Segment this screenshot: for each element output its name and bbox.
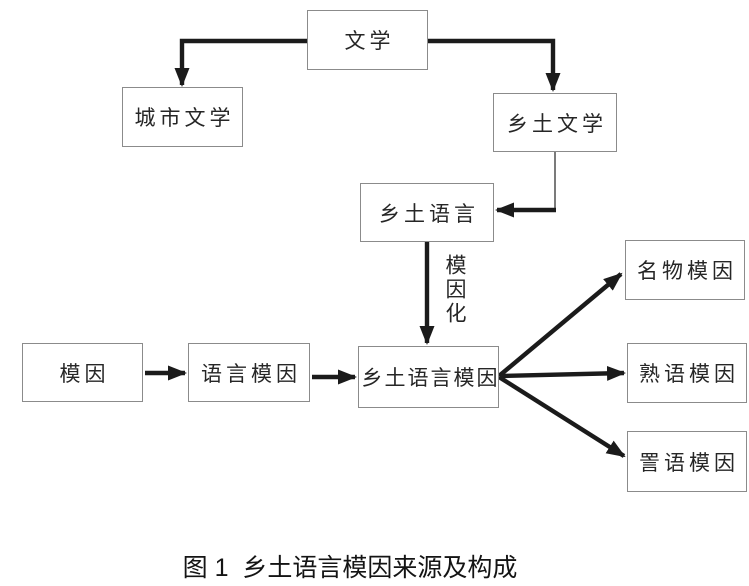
node-rural-literature: 乡土文学 xyxy=(493,93,617,152)
node-idiom-meme: 熟语模因 xyxy=(627,343,747,403)
figure-caption: 图 1 乡土语言模因来源及构成 xyxy=(182,554,518,582)
node-literature: 文学 xyxy=(307,10,428,70)
node-meme-label: 模因 xyxy=(59,361,110,386)
node-meme: 模因 xyxy=(22,343,143,402)
node-swear-word-meme-label: 詈语模因 xyxy=(639,450,739,475)
node-rural-language-meme-label: 乡土语言模因 xyxy=(361,366,500,390)
node-rural-literature-label: 乡土文学 xyxy=(507,111,607,136)
node-swear-word-meme: 詈语模因 xyxy=(627,431,747,492)
node-rural-language-meme: 乡土语言模因 xyxy=(358,346,499,408)
node-named-object-meme: 名物模因 xyxy=(625,240,745,300)
edge-label-memeization: 模因化 xyxy=(443,254,467,326)
node-language-meme-label: 语言模因 xyxy=(201,361,301,386)
node-urban-literature: 城市文学 xyxy=(122,87,243,147)
node-literature-label: 文学 xyxy=(344,29,395,53)
node-idiom-meme-label: 熟语模因 xyxy=(639,362,739,386)
node-language-meme: 语言模因 xyxy=(188,343,310,402)
arrow-rural-language-meme-to-swear-word-meme xyxy=(497,375,626,458)
arrow-rural-language-meme-to-idiom-meme xyxy=(499,365,626,381)
node-rural-language-label: 乡土语言 xyxy=(379,201,479,226)
arrow-literature-to-rural-literature xyxy=(428,38,561,92)
arrow-literature-to-urban-literature xyxy=(174,38,307,87)
node-named-object-meme-label: 名物模因 xyxy=(637,259,737,283)
node-rural-language: 乡土语言 xyxy=(360,183,494,242)
arrow-rural-language-meme-to-named-object-meme xyxy=(497,272,623,378)
node-urban-literature-label: 城市文学 xyxy=(134,106,235,130)
